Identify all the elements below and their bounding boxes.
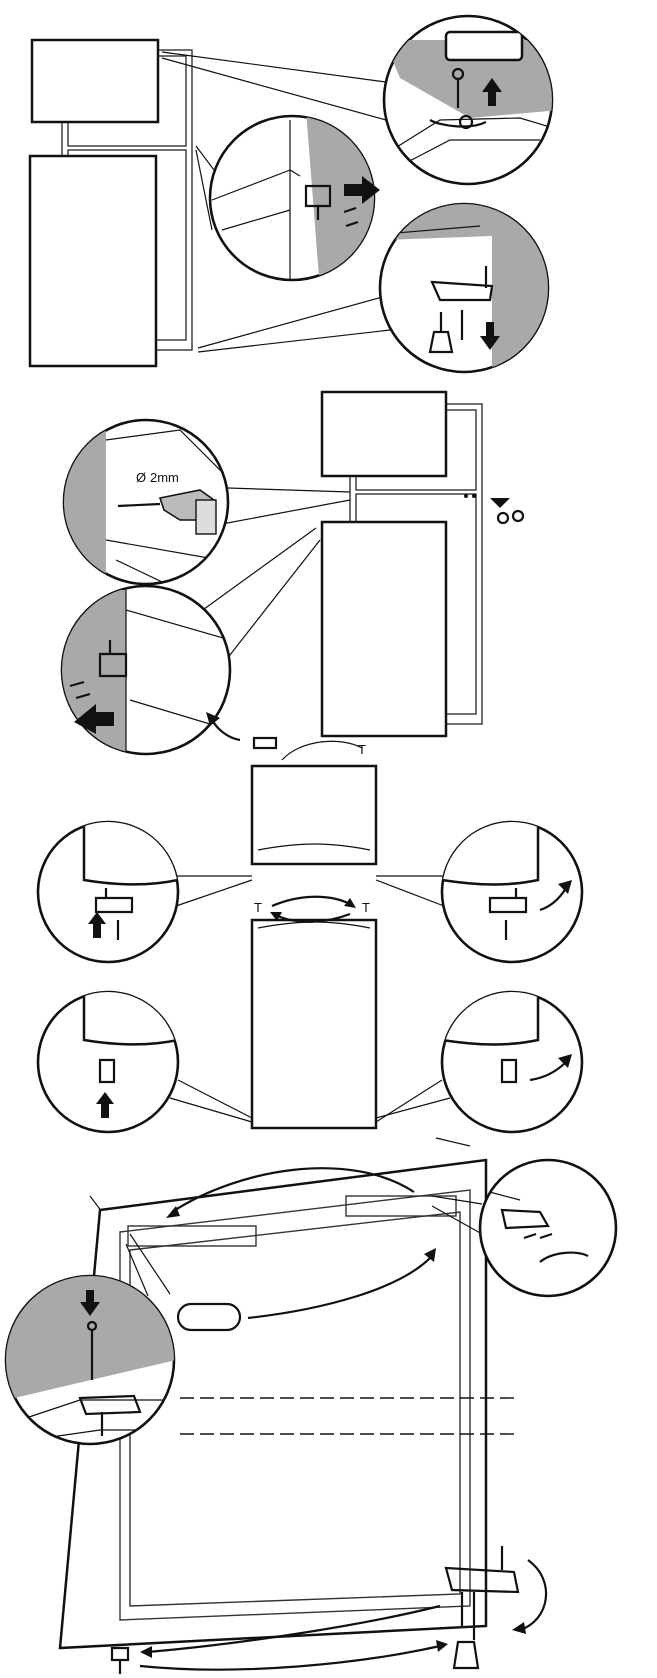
adjustable-foot-icon: [110, 1646, 130, 1674]
bottom-hinge-leader: [197, 295, 387, 349]
hinge-pin-icon: T: [254, 900, 262, 915]
zoom-top-right-pin: [440, 820, 584, 964]
middle-hinge-leader: [195, 145, 215, 171]
hinge-pin-icon: T: [358, 742, 366, 757]
screw-icon: [343, 206, 359, 228]
direction-arrow-icon: [96, 1092, 114, 1118]
hinge-bracket-icon: [78, 1394, 142, 1436]
door-handle-icon: [176, 1302, 242, 1332]
hinge-pin-icon: [252, 736, 278, 750]
hinge-bracket-icon: [94, 888, 134, 914]
hinge-bracket-icon: [500, 1208, 550, 1230]
step-remove-doors: [28, 14, 554, 374]
freezer-door: [30, 38, 160, 124]
direction-arrow-icon: [529, 1061, 567, 1082]
zoom-fit-middle-hinge: [60, 584, 232, 756]
hinge-bracket-icon: [304, 184, 332, 220]
step-swap-hinge-pins: T T T: [36, 712, 584, 1134]
zoom-bottom-left-pin: [36, 990, 180, 1134]
zoom-top-left-hinge: [4, 1274, 176, 1446]
zoom-bottom-right-pin: [440, 990, 584, 1134]
hinge-bracket-icon: [98, 640, 128, 678]
direction-arrow-icon: [344, 176, 380, 204]
zoom-handle-cover: [478, 1158, 618, 1298]
zoom-top-left-pin: [36, 820, 180, 964]
direction-arrow-icon: [482, 78, 502, 106]
screw-icon: [460, 1592, 476, 1640]
screw-icon: [451, 67, 465, 108]
hinge-pin-icon: [98, 1058, 116, 1084]
fridge-door: [28, 154, 158, 368]
screw-icon: [69, 680, 91, 700]
direction-arrow-icon: [539, 887, 567, 912]
hinge-bracket-icon: [488, 888, 528, 914]
step-drill-middle-hinge: Ø 2mm: [60, 390, 525, 756]
direction-arrow-icon: [211, 719, 241, 742]
freezer-door-2: [320, 390, 448, 478]
swap-arrow-bottom: [277, 912, 351, 923]
swap-arrow-top: [271, 895, 351, 908]
hinge-bracket-icon: [430, 266, 494, 302]
hinge-pin-icon: [500, 1058, 518, 1084]
screw-icon: [86, 1320, 98, 1380]
zoom-middle-hinge: [208, 114, 380, 282]
hinge-bracket-icon: [444, 1546, 520, 1594]
direction-arrow-icon: [480, 322, 500, 350]
step-refit-door: [4, 1137, 618, 1674]
adjustable-foot-icon: [428, 312, 454, 354]
fridge-door-2: [320, 520, 448, 738]
direction-arrow-icon: [74, 704, 114, 734]
drill-icon: [117, 489, 217, 535]
drill-diameter-symbol: Ø: [136, 470, 146, 485]
zoom-top-hinge: [382, 14, 554, 186]
direction-arrow-icon: [80, 1290, 100, 1316]
direction-arrow-icon: [88, 912, 106, 938]
drill-diameter-label: 2mm: [150, 470, 179, 485]
open-door: [58, 1158, 488, 1650]
zoom-drill: Ø 2mm: [62, 418, 230, 586]
direction-arrow-icon: [490, 498, 510, 508]
adjustable-foot-icon: [452, 1640, 480, 1670]
freezer-door-3: [250, 764, 378, 866]
bottom-hinge-swap: [110, 1546, 548, 1674]
zoom-bottom-hinge: [378, 202, 550, 374]
screw-icon: [523, 1232, 553, 1240]
fridge-door-3: [250, 918, 378, 1130]
top-hinge-leader: [161, 51, 387, 83]
hole-cap-icon: [496, 509, 525, 525]
hinge-pin-icon: T: [362, 900, 370, 915]
hole-cap-icon: [539, 1251, 589, 1263]
